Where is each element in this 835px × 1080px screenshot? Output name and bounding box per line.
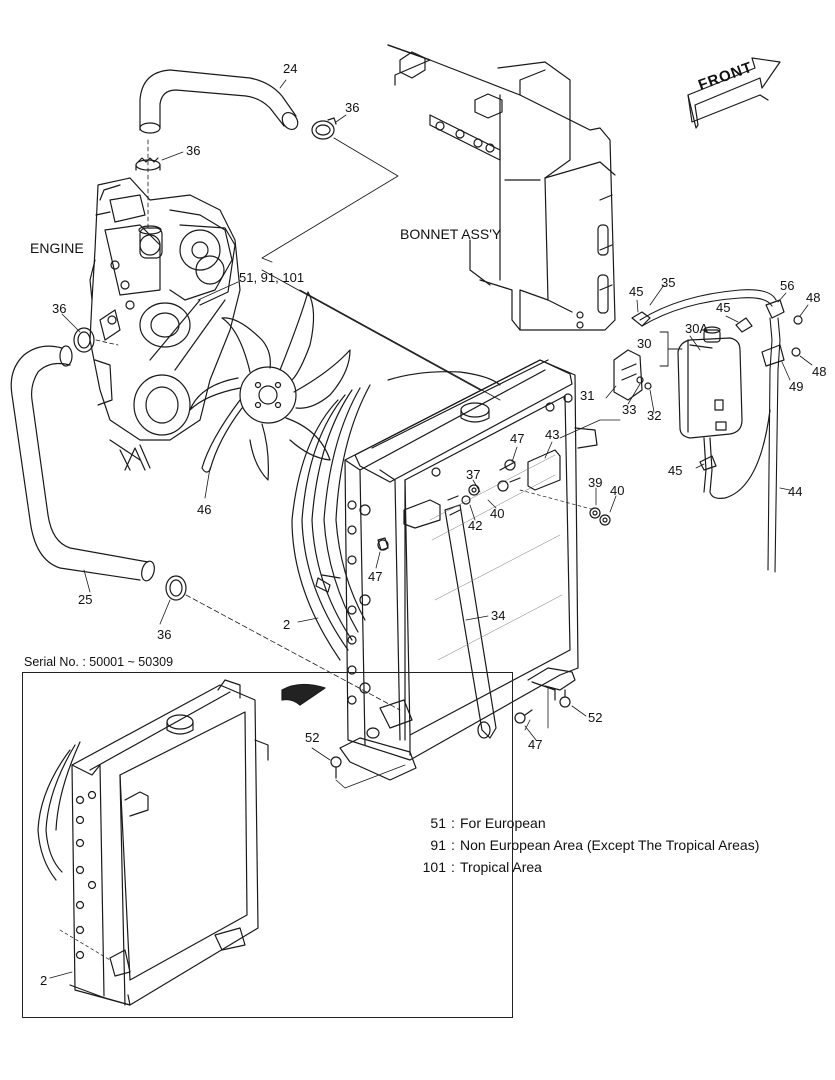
hose-clip xyxy=(761,344,785,367)
reserve-tank xyxy=(677,326,743,439)
serial-number-label: Serial No. : 50001 ~ 50309 xyxy=(24,655,174,669)
hose-clamp xyxy=(73,327,95,353)
legend-text: Tropical Area xyxy=(460,859,542,875)
hose-clamp xyxy=(165,575,187,601)
lower-hose xyxy=(10,345,155,582)
legend-row: 51 : For European xyxy=(408,812,759,834)
inset-pointer-icon xyxy=(281,683,326,706)
callout-40: 40 xyxy=(490,506,505,521)
legend-number: 51 xyxy=(430,815,446,831)
fastener-bolt xyxy=(497,477,521,492)
callout-36: 36 xyxy=(345,100,360,115)
callout-43: 43 xyxy=(545,427,560,442)
cooling-fan xyxy=(189,291,351,481)
fastener-bolt xyxy=(514,709,533,724)
hose-clip xyxy=(631,311,651,327)
variant-legend: 51 : For European 91 : Non European Area… xyxy=(408,812,760,878)
fastener-bolt xyxy=(559,689,571,708)
fastener-nut xyxy=(461,495,471,505)
callout-45: 45 xyxy=(716,300,731,315)
fastener-bolt xyxy=(644,382,652,390)
fastener-bolt xyxy=(791,347,801,357)
callout-56: 56 xyxy=(780,278,795,293)
callout-25: 25 xyxy=(78,592,93,607)
serial-inset-frame xyxy=(22,672,513,1018)
callout-2: 2 xyxy=(283,617,291,632)
callout-35: 35 xyxy=(661,275,676,290)
callout-36: 36 xyxy=(157,627,172,642)
callout-39: 39 xyxy=(588,475,603,490)
callout-48: 48 xyxy=(812,364,827,379)
radiator-assembly xyxy=(291,359,598,781)
callout-33: 33 xyxy=(622,402,637,417)
fastener-bolt xyxy=(330,756,342,779)
legend-number: 101 xyxy=(422,859,446,875)
tank-bracket xyxy=(613,349,643,401)
upper-hose xyxy=(139,69,299,134)
legend-number: 91 xyxy=(430,837,446,853)
callout-40: 40 xyxy=(610,483,625,498)
fastener-nut xyxy=(599,514,611,526)
callout-49: 49 xyxy=(789,379,804,394)
inset-radiator xyxy=(37,679,269,1006)
bonnet-assembly xyxy=(387,44,616,331)
callout-48: 48 xyxy=(806,290,821,305)
hose-clamp xyxy=(311,117,337,140)
callout-44: 44 xyxy=(788,484,803,499)
legend-text: Non European Area (Except The Tropical A… xyxy=(460,837,760,853)
callout-42: 42 xyxy=(468,518,483,533)
callout-47: 47 xyxy=(368,569,383,584)
engine-assembly xyxy=(89,177,241,471)
callout-2: 2 xyxy=(40,973,48,988)
callout-32: 32 xyxy=(647,408,662,423)
callout-46: 46 xyxy=(197,502,212,517)
callout-47: 47 xyxy=(510,431,525,446)
callout-36: 36 xyxy=(186,143,201,158)
legend-text: For European xyxy=(460,815,546,831)
callout-24: 24 xyxy=(283,61,298,76)
legend-row: 101 : Tropical Area xyxy=(408,856,759,878)
callout-47: 47 xyxy=(528,737,543,752)
fastener-bolt xyxy=(793,315,803,325)
bonnet-label: BONNET ASS'Y xyxy=(400,226,502,242)
fastener-nut xyxy=(468,484,480,496)
legend-separator: : xyxy=(451,815,455,831)
callout-30: 30 xyxy=(637,336,652,351)
hose-clip xyxy=(765,299,785,319)
callout-34: 34 xyxy=(491,608,506,623)
fastener-bolt xyxy=(499,459,516,471)
callout-31: 31 xyxy=(580,388,595,403)
engine-label: ENGINE xyxy=(30,240,84,256)
callout-36: 36 xyxy=(52,301,67,316)
fastener-washer xyxy=(589,507,601,519)
legend-separator: : xyxy=(451,837,455,853)
callout-37: 37 xyxy=(466,467,481,482)
front-arrow-icon xyxy=(687,57,781,129)
callout-52: 52 xyxy=(588,710,603,725)
callout-45: 45 xyxy=(629,284,644,299)
callout-30a: 30A xyxy=(685,321,709,336)
fastener-bolt xyxy=(636,376,644,384)
legend-row: 91 : Non European Area (Except The Tropi… xyxy=(408,834,759,856)
callout-45: 45 xyxy=(668,463,683,478)
legend-separator: : xyxy=(451,859,455,875)
callout-52: 52 xyxy=(305,730,320,745)
hose-clip xyxy=(735,317,753,333)
hose-clip xyxy=(699,455,717,471)
fastener-bolt xyxy=(377,537,389,551)
fan-variant-label: 51, 91, 101 xyxy=(239,270,305,285)
